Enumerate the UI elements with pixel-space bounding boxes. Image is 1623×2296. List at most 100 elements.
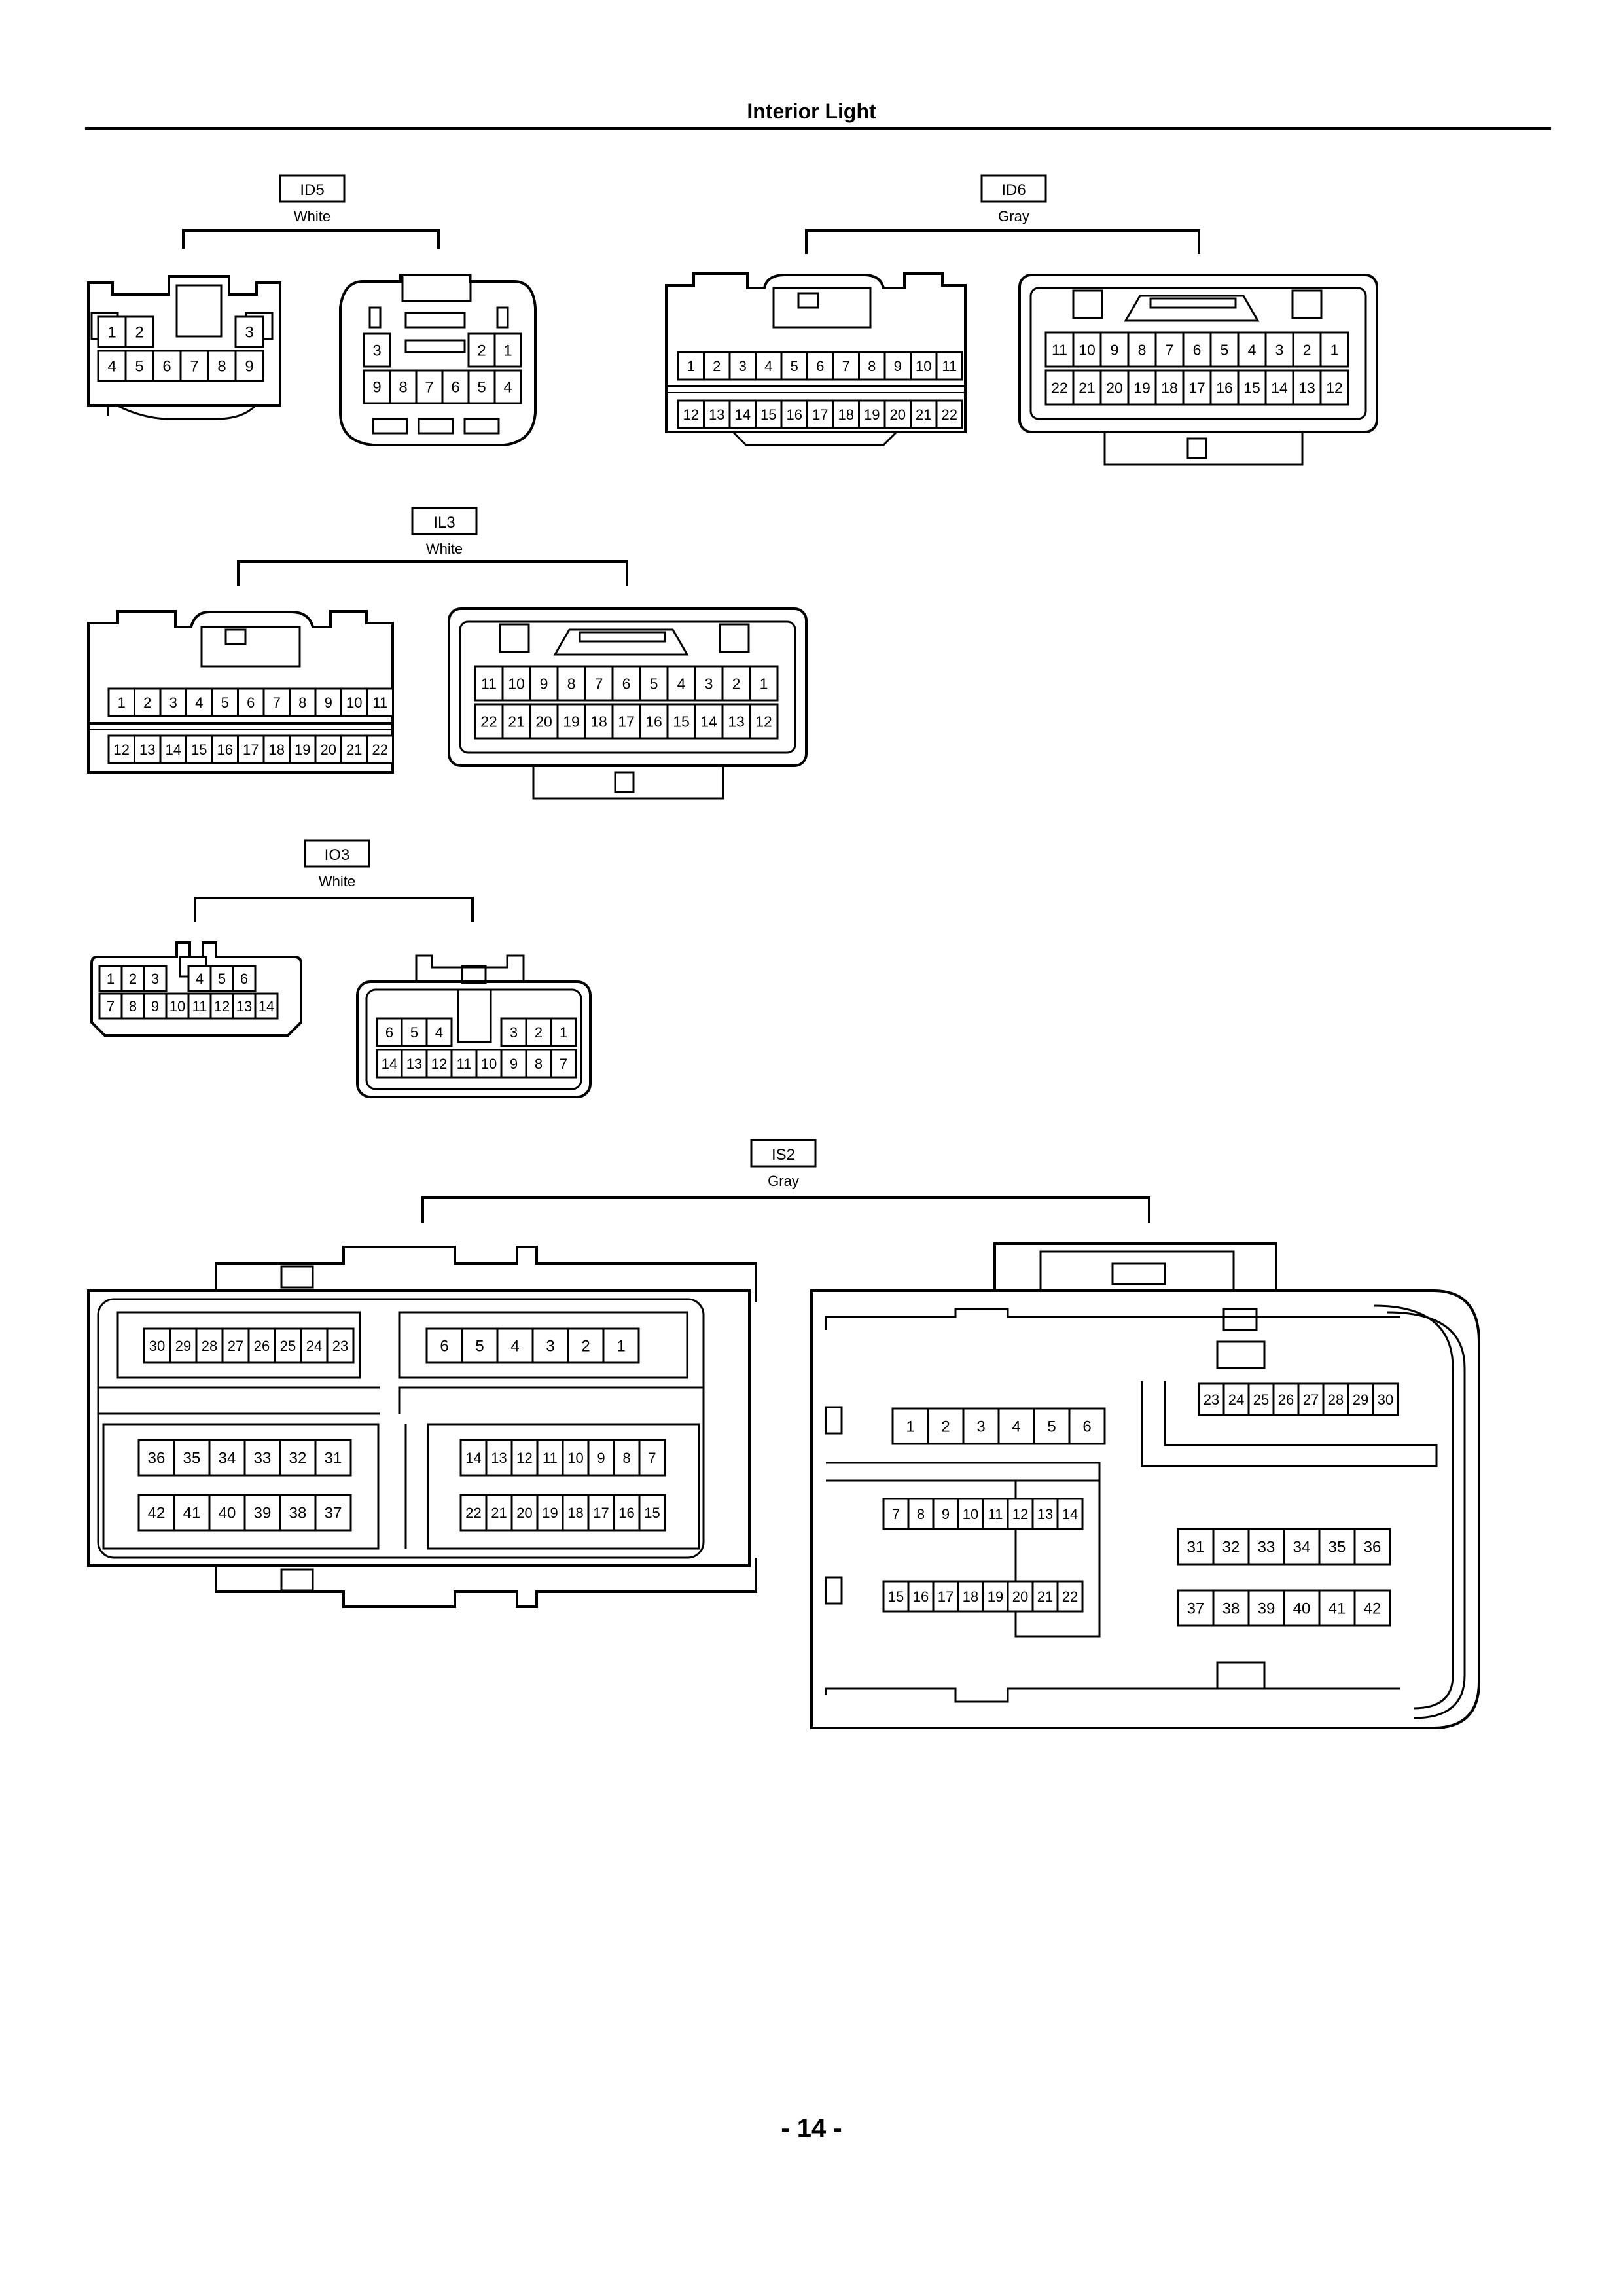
pin-number: 15 bbox=[888, 1588, 904, 1605]
pin-number: 9 bbox=[597, 1450, 605, 1466]
pin-number: 19 bbox=[294, 742, 310, 758]
pin-number: 8 bbox=[399, 379, 407, 397]
pin-cavity bbox=[211, 687, 239, 717]
pin-cavity bbox=[173, 1494, 211, 1532]
pin-cavity bbox=[510, 1494, 539, 1532]
pin-number: 22 bbox=[942, 406, 957, 423]
pin-cavity bbox=[237, 687, 265, 717]
pin-cavity bbox=[613, 1494, 641, 1532]
pin-cavity bbox=[425, 1017, 453, 1047]
pin-cavity bbox=[703, 351, 731, 381]
pin-number: 10 bbox=[1079, 341, 1096, 358]
pin-number: 7 bbox=[648, 1450, 656, 1466]
pin-number: 3 bbox=[976, 1418, 985, 1436]
pin-cavity bbox=[98, 992, 123, 1020]
pin-number: 8 bbox=[217, 358, 226, 376]
pin-number: 15 bbox=[673, 713, 690, 730]
pin-cavity bbox=[587, 1494, 615, 1532]
pin-number: 10 bbox=[567, 1450, 583, 1466]
pin-number: 9 bbox=[894, 358, 902, 374]
pin-number: 38 bbox=[1222, 1600, 1240, 1618]
pin-number: 15 bbox=[1243, 379, 1260, 396]
pin-number: 30 bbox=[149, 1338, 165, 1354]
pin-cavity bbox=[1068, 1407, 1106, 1445]
pin-cavity bbox=[326, 1327, 355, 1364]
pin-cavity bbox=[728, 399, 757, 429]
pin-number: 2 bbox=[713, 358, 721, 374]
pin-cavity bbox=[97, 315, 127, 348]
pin-number: 8 bbox=[1138, 341, 1147, 358]
pin-cavity bbox=[529, 703, 559, 740]
pin-cavity bbox=[97, 350, 127, 382]
pin-cavity bbox=[137, 1439, 175, 1477]
pin-number: 8 bbox=[567, 675, 576, 692]
pin-number: 29 bbox=[1353, 1391, 1368, 1408]
pin-number: 41 bbox=[1329, 1600, 1346, 1618]
pin-number: 2 bbox=[129, 971, 137, 987]
pin-cavity bbox=[587, 1439, 615, 1477]
pin-number: 18 bbox=[838, 406, 854, 423]
pin-cavity bbox=[1007, 1498, 1034, 1530]
pin-cavity bbox=[536, 1439, 564, 1477]
pin-cavity bbox=[584, 665, 614, 702]
pin-number: 25 bbox=[1253, 1391, 1269, 1408]
pin-cavity bbox=[935, 351, 963, 381]
pin-cavity bbox=[1031, 1580, 1059, 1613]
connector-code: IO3 bbox=[325, 846, 350, 864]
pin-cavity bbox=[677, 351, 705, 381]
pin-number: 39 bbox=[1258, 1600, 1275, 1618]
pin-cavity bbox=[1319, 331, 1349, 368]
pin-number: 11 bbox=[988, 1506, 1003, 1522]
pin-cavity bbox=[1353, 1528, 1391, 1566]
pin-number: 33 bbox=[1258, 1539, 1275, 1556]
pin-number: 23 bbox=[332, 1338, 348, 1354]
pin-cavity bbox=[274, 1327, 302, 1364]
pin-cavity bbox=[935, 399, 963, 429]
pin-number: 22 bbox=[480, 713, 497, 730]
pin-number: 19 bbox=[988, 1588, 1003, 1605]
pin-number: 4 bbox=[1248, 341, 1257, 358]
pin-number: 10 bbox=[508, 675, 525, 692]
pin-cavity bbox=[927, 1407, 965, 1445]
pin-number: 40 bbox=[219, 1505, 236, 1522]
pin-number: 37 bbox=[325, 1505, 342, 1522]
pin-number: 40 bbox=[1293, 1600, 1311, 1618]
pin-cavity bbox=[314, 1494, 352, 1532]
pin-number: 9 bbox=[510, 1056, 518, 1072]
pin-cavity bbox=[1283, 1589, 1321, 1627]
pin-cavity bbox=[1072, 331, 1102, 368]
pin-number: 1 bbox=[118, 694, 126, 711]
pin-cavity bbox=[159, 687, 187, 717]
pin-number: 15 bbox=[760, 406, 776, 423]
pin-cavity bbox=[314, 734, 342, 764]
pin-cavity bbox=[124, 315, 154, 348]
pin-number: 26 bbox=[254, 1338, 270, 1354]
pin-number: 4 bbox=[195, 694, 203, 711]
pin-number: 16 bbox=[217, 742, 233, 758]
pin-cavity bbox=[639, 703, 669, 740]
pin-cavity bbox=[550, 1017, 577, 1047]
pin-cavity bbox=[234, 315, 264, 348]
pin-cavity bbox=[638, 1494, 666, 1532]
pin-number: 7 bbox=[1166, 341, 1174, 358]
pin-number: 33 bbox=[254, 1450, 272, 1467]
pin-cavity bbox=[173, 1439, 211, 1477]
pin-cavity bbox=[221, 1327, 250, 1364]
pin-cavity bbox=[907, 1580, 935, 1613]
pin-number: 18 bbox=[567, 1505, 583, 1521]
pin-cavity bbox=[366, 734, 394, 764]
pin-number: 32 bbox=[1222, 1539, 1240, 1556]
pin-number: 42 bbox=[1364, 1600, 1382, 1618]
pin-number: 6 bbox=[247, 694, 255, 711]
pin-number: 32 bbox=[289, 1450, 307, 1467]
pin-number: 18 bbox=[963, 1588, 978, 1605]
pin-number: 10 bbox=[916, 358, 931, 374]
pin-number: 13 bbox=[709, 406, 724, 423]
pin-number: 7 bbox=[425, 379, 433, 397]
pin-number: 12 bbox=[1012, 1506, 1028, 1522]
